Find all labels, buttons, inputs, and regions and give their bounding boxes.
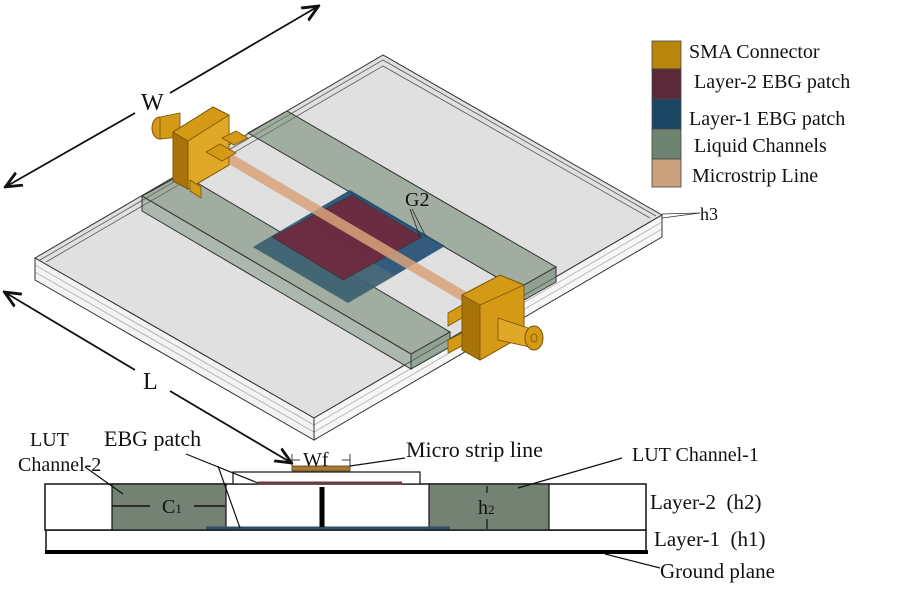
lut-channel-2	[111, 483, 227, 531]
length-label: L	[143, 369, 158, 395]
h2-label: h2	[478, 497, 495, 519]
ebg-patch-label: EBG patch	[104, 426, 201, 451]
legend-swatch-channels	[651, 128, 682, 160]
length-dimension: L	[6, 293, 290, 462]
width-dimension: W	[7, 7, 317, 186]
legend-swatch-microstrip	[651, 158, 682, 188]
legend-swatch-sma	[651, 40, 682, 70]
layer1-substrate	[45, 529, 647, 553]
ground-plane-label: Ground plane	[660, 559, 775, 583]
gap-dimension: G2	[405, 189, 429, 238]
legend-label-channels: Liquid Channels	[694, 135, 827, 157]
legend-label-sma: SMA Connector	[689, 41, 820, 63]
h3-dimension: h3	[661, 204, 718, 224]
sma-connector-left	[151, 106, 249, 199]
layer1-label: Layer-1 (h1)	[654, 527, 766, 551]
legend-swatch-ebg-l1	[651, 98, 682, 130]
lut-channel-2-label-line1: LUT	[30, 429, 69, 451]
c1-label: C1	[162, 496, 182, 518]
lut-channel-1	[428, 483, 550, 531]
wf-label: Wf	[303, 449, 329, 471]
lut-channel-2-label-line2: Channel-2	[18, 454, 101, 476]
legend: SMA Connector Layer-2 EBG patch Layer-1 …	[651, 40, 850, 188]
microstrip-2d	[291, 465, 351, 472]
cross-section: C1 h2 Wf LUT Channel-2 EBG patch Micro s…	[18, 426, 775, 583]
microstrip-line-3d	[205, 144, 475, 303]
legend-label-ebg-l2: Layer-2 EBG patch	[694, 71, 850, 93]
sma-connector-right	[447, 274, 544, 361]
lut-channel-1-label: LUT Channel-1	[632, 444, 759, 466]
legend-label-microstrip: Microstrip Line	[692, 165, 818, 187]
legend-label-ebg-l1: Layer-1 EBG patch	[689, 108, 845, 130]
legend-swatch-ebg-l2	[651, 68, 682, 100]
h3-label: h3	[700, 204, 718, 224]
board-3d	[34, 54, 663, 441]
micro-strip-line-label: Micro strip line	[406, 437, 543, 462]
gap-label: G2	[405, 189, 429, 211]
width-label: W	[141, 90, 164, 116]
layer2-label: Layer-2 (h2)	[650, 490, 762, 514]
